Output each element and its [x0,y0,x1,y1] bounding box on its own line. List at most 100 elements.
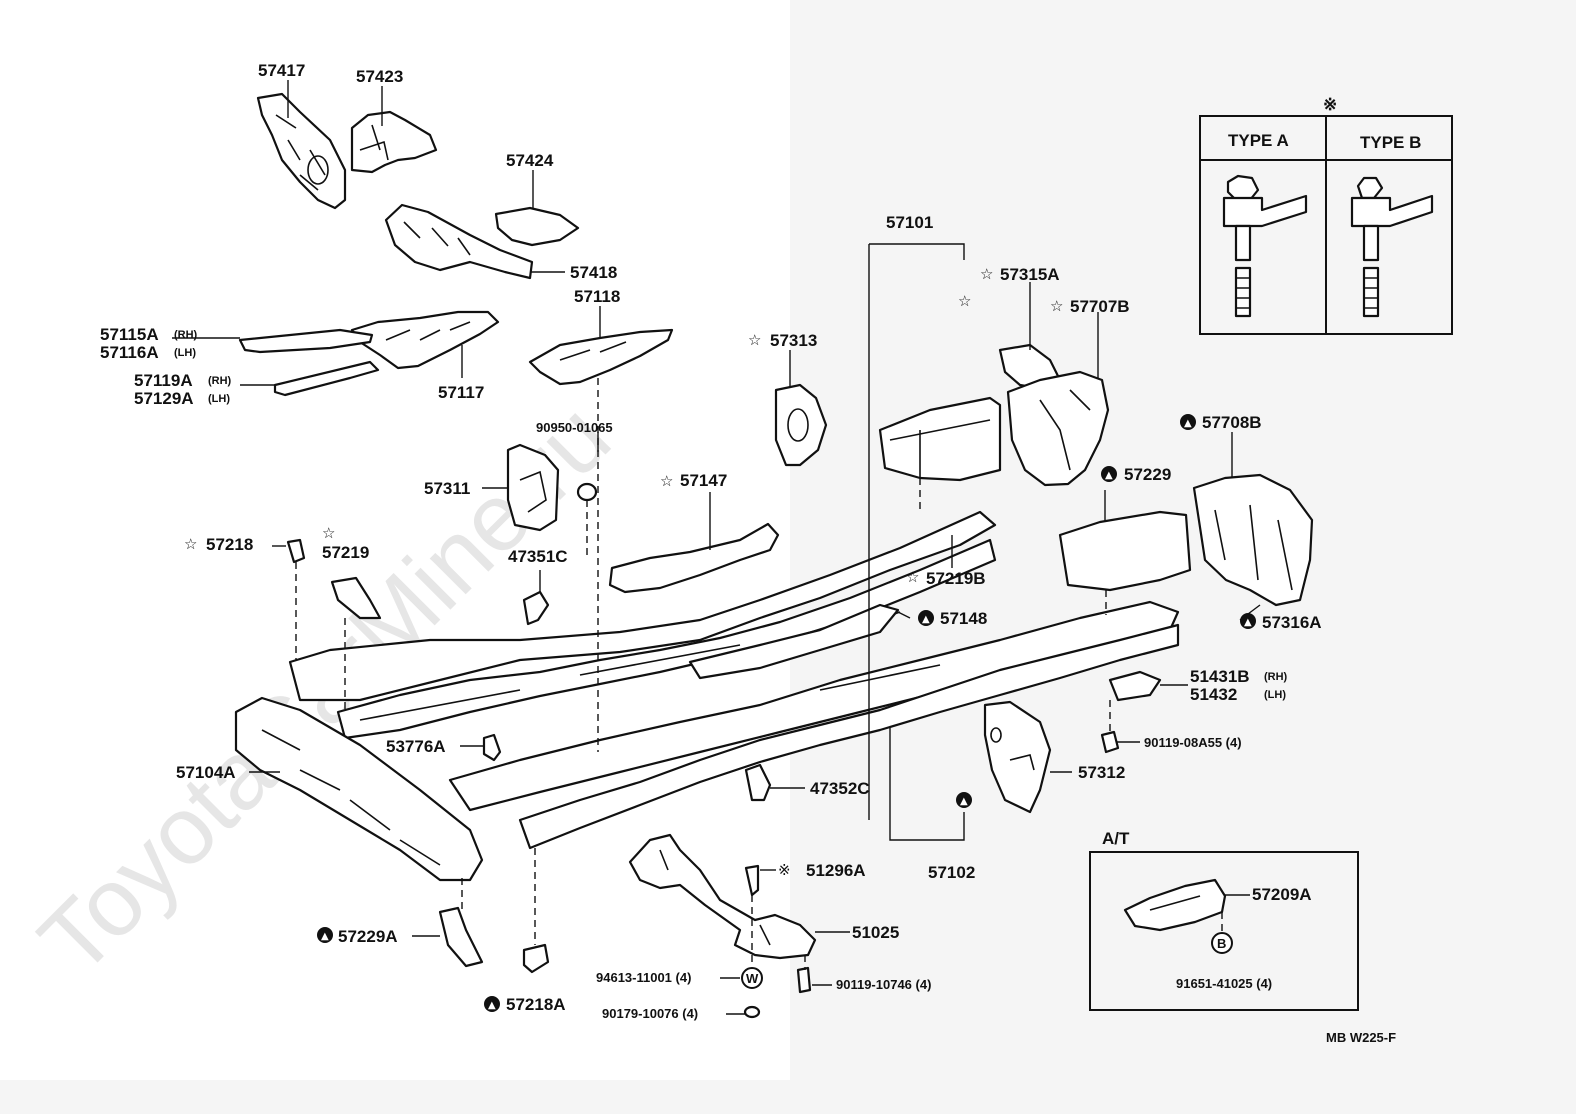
label-57315A: 57315A [1000,265,1060,284]
part-57101-bracket[interactable] [878,396,1002,482]
label-57218: 57218 [206,535,253,554]
label-57104A: 57104A [176,763,236,782]
label-90119-08A55: 90119-08A55 (4) [1144,735,1242,750]
label-51431B: 51431B [1190,667,1250,686]
diagram-code: MB W225-F [1326,1030,1396,1045]
label-51296A: 51296A [806,861,866,880]
svg-text:※: ※ [778,861,791,879]
label-57118: 57118 [574,287,620,306]
legend-type-b: TYPE B [1360,133,1421,152]
triangle-marker-57229: ▲ [1101,466,1117,482]
part-frame-rail-right[interactable] [448,600,1180,850]
part-57417[interactable] [256,92,347,210]
part-57708B-57316A[interactable] [1192,473,1314,607]
label-57119A: 57119A [134,371,193,390]
background-left [0,0,790,1080]
part-57218A[interactable] [522,943,550,974]
part-57311[interactable] [506,443,560,532]
svg-text:▲: ▲ [488,1000,496,1011]
part-57219[interactable] [330,576,382,620]
svg-text:▲: ▲ [1105,470,1113,481]
svg-text:▲: ▲ [321,931,329,942]
svg-text:☆: ☆ [980,265,993,283]
callout-labels: 57417 57423 57424 57418 57118 57115A (RH… [100,61,1396,1045]
label-94613-11001: 94613-11001 (4) [596,970,691,985]
label-57219B: 57219B [926,569,986,588]
part-47352C[interactable] [744,763,772,802]
svg-text:☆: ☆ [322,524,335,542]
label-57129A: 57129A [134,389,194,408]
label-91651-41025: 91651-41025 (4) [1176,976,1272,991]
label-57218A: 57218A [506,995,566,1014]
part-90119-08A55[interactable] [1100,730,1120,754]
part-53776A[interactable] [482,733,502,762]
label-47352C: 47352C [810,779,870,798]
part-57218[interactable] [286,538,306,564]
bolt-type-a-icon [1222,174,1308,318]
part-90950-01065[interactable] [576,482,598,502]
svg-text:☆: ☆ [748,331,761,349]
part-57148[interactable] [688,603,900,680]
part-90119-10746[interactable] [796,966,812,994]
label-57424: 57424 [506,151,554,170]
svg-text:W: W [746,971,759,986]
svg-text:☆: ☆ [906,568,919,586]
label-47351C: 47351C [508,547,568,566]
part-57313[interactable] [774,383,828,467]
legend-mark: ※ [1323,95,1337,114]
b-circle-mark: B [1211,932,1233,954]
triangle-marker-57708B: ▲ [1180,414,1196,430]
label-57708B: 57708B [1202,413,1262,432]
part-57209A[interactable] [1123,878,1227,932]
label-57418: 57418 [570,263,617,282]
part-57147[interactable] [608,522,780,594]
label-57102: 57102 [928,863,975,882]
part-57229[interactable] [1058,510,1192,592]
part-57707B[interactable] [1006,370,1110,487]
at-box-title: A/T [1102,829,1130,848]
legend-type-a: TYPE A [1228,131,1289,150]
label-57115A: 57115A [100,325,159,344]
svg-text:▲: ▲ [1184,418,1192,429]
label-57147: 57147 [680,471,727,490]
part-57104A[interactable] [234,696,484,882]
part-57312[interactable] [983,700,1052,814]
leader-lines [172,80,1261,1015]
svg-text:B: B [1217,936,1226,951]
part-57423[interactable] [350,110,438,174]
label-57115A-side: (RH) [174,329,198,341]
part-frame-rail-left[interactable] [288,510,997,740]
part-57117[interactable] [350,310,500,370]
label-53776A: 53776A [386,737,446,756]
label-57129A-side: (LH) [208,393,230,405]
svg-text:☆: ☆ [184,535,197,553]
part-47351C[interactable] [522,590,550,626]
part-51431B[interactable] [1108,670,1162,702]
star-marker: ☆ [958,292,971,310]
label-57119A-side: (RH) [208,375,232,387]
bolt-type-b-icon [1350,176,1434,318]
triangle-marker-57218A: ▲ [484,996,500,1012]
label-90179-10076: 90179-10076 (4) [602,1006,698,1021]
part-57119A[interactable] [273,360,380,397]
triangle-marker-57102: ▲ [956,792,972,808]
label-90119-10746: 90119-10746 (4) [836,977,931,992]
label-57311: 57311 [424,479,470,498]
label-57316A: 57316A [1262,613,1322,632]
part-51296A[interactable] [744,864,760,897]
label-51432-side: (LH) [1264,689,1286,701]
svg-text:▲: ▲ [960,796,968,807]
part-57115A[interactable] [238,328,374,354]
part-51025-mount[interactable] [628,833,817,960]
part-57424-57418[interactable] [384,203,580,280]
triangle-marker-57229A: ▲ [317,927,333,943]
part-57118[interactable] [528,328,674,386]
svg-text:▲: ▲ [1244,617,1252,628]
part-57229A[interactable] [438,906,484,968]
label-57101: 57101 [886,213,933,232]
triangle-marker-57148: ▲ [918,610,934,626]
part-90179-10076[interactable] [743,1005,761,1019]
label-57116A-side: (LH) [174,347,196,359]
label-57423: 57423 [356,67,403,86]
